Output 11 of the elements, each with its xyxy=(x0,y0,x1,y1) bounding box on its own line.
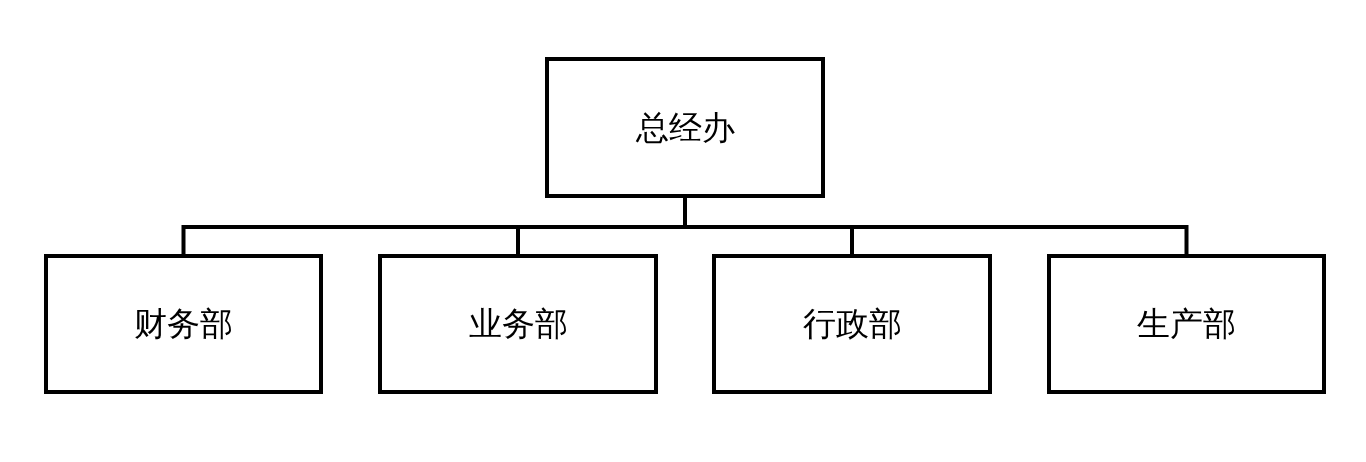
department-label: 行政部 xyxy=(802,304,902,344)
org-box xyxy=(378,254,658,394)
org-box xyxy=(44,254,323,394)
department-label: 总经办 xyxy=(635,107,735,148)
department-label: 财务部 xyxy=(134,304,233,344)
org-box xyxy=(712,254,992,394)
department-label: 生产部 xyxy=(1137,304,1236,344)
connector-line xyxy=(683,198,1189,254)
org-box xyxy=(545,57,825,198)
department-label: 业务部 xyxy=(468,304,568,344)
org-box xyxy=(1047,254,1326,394)
